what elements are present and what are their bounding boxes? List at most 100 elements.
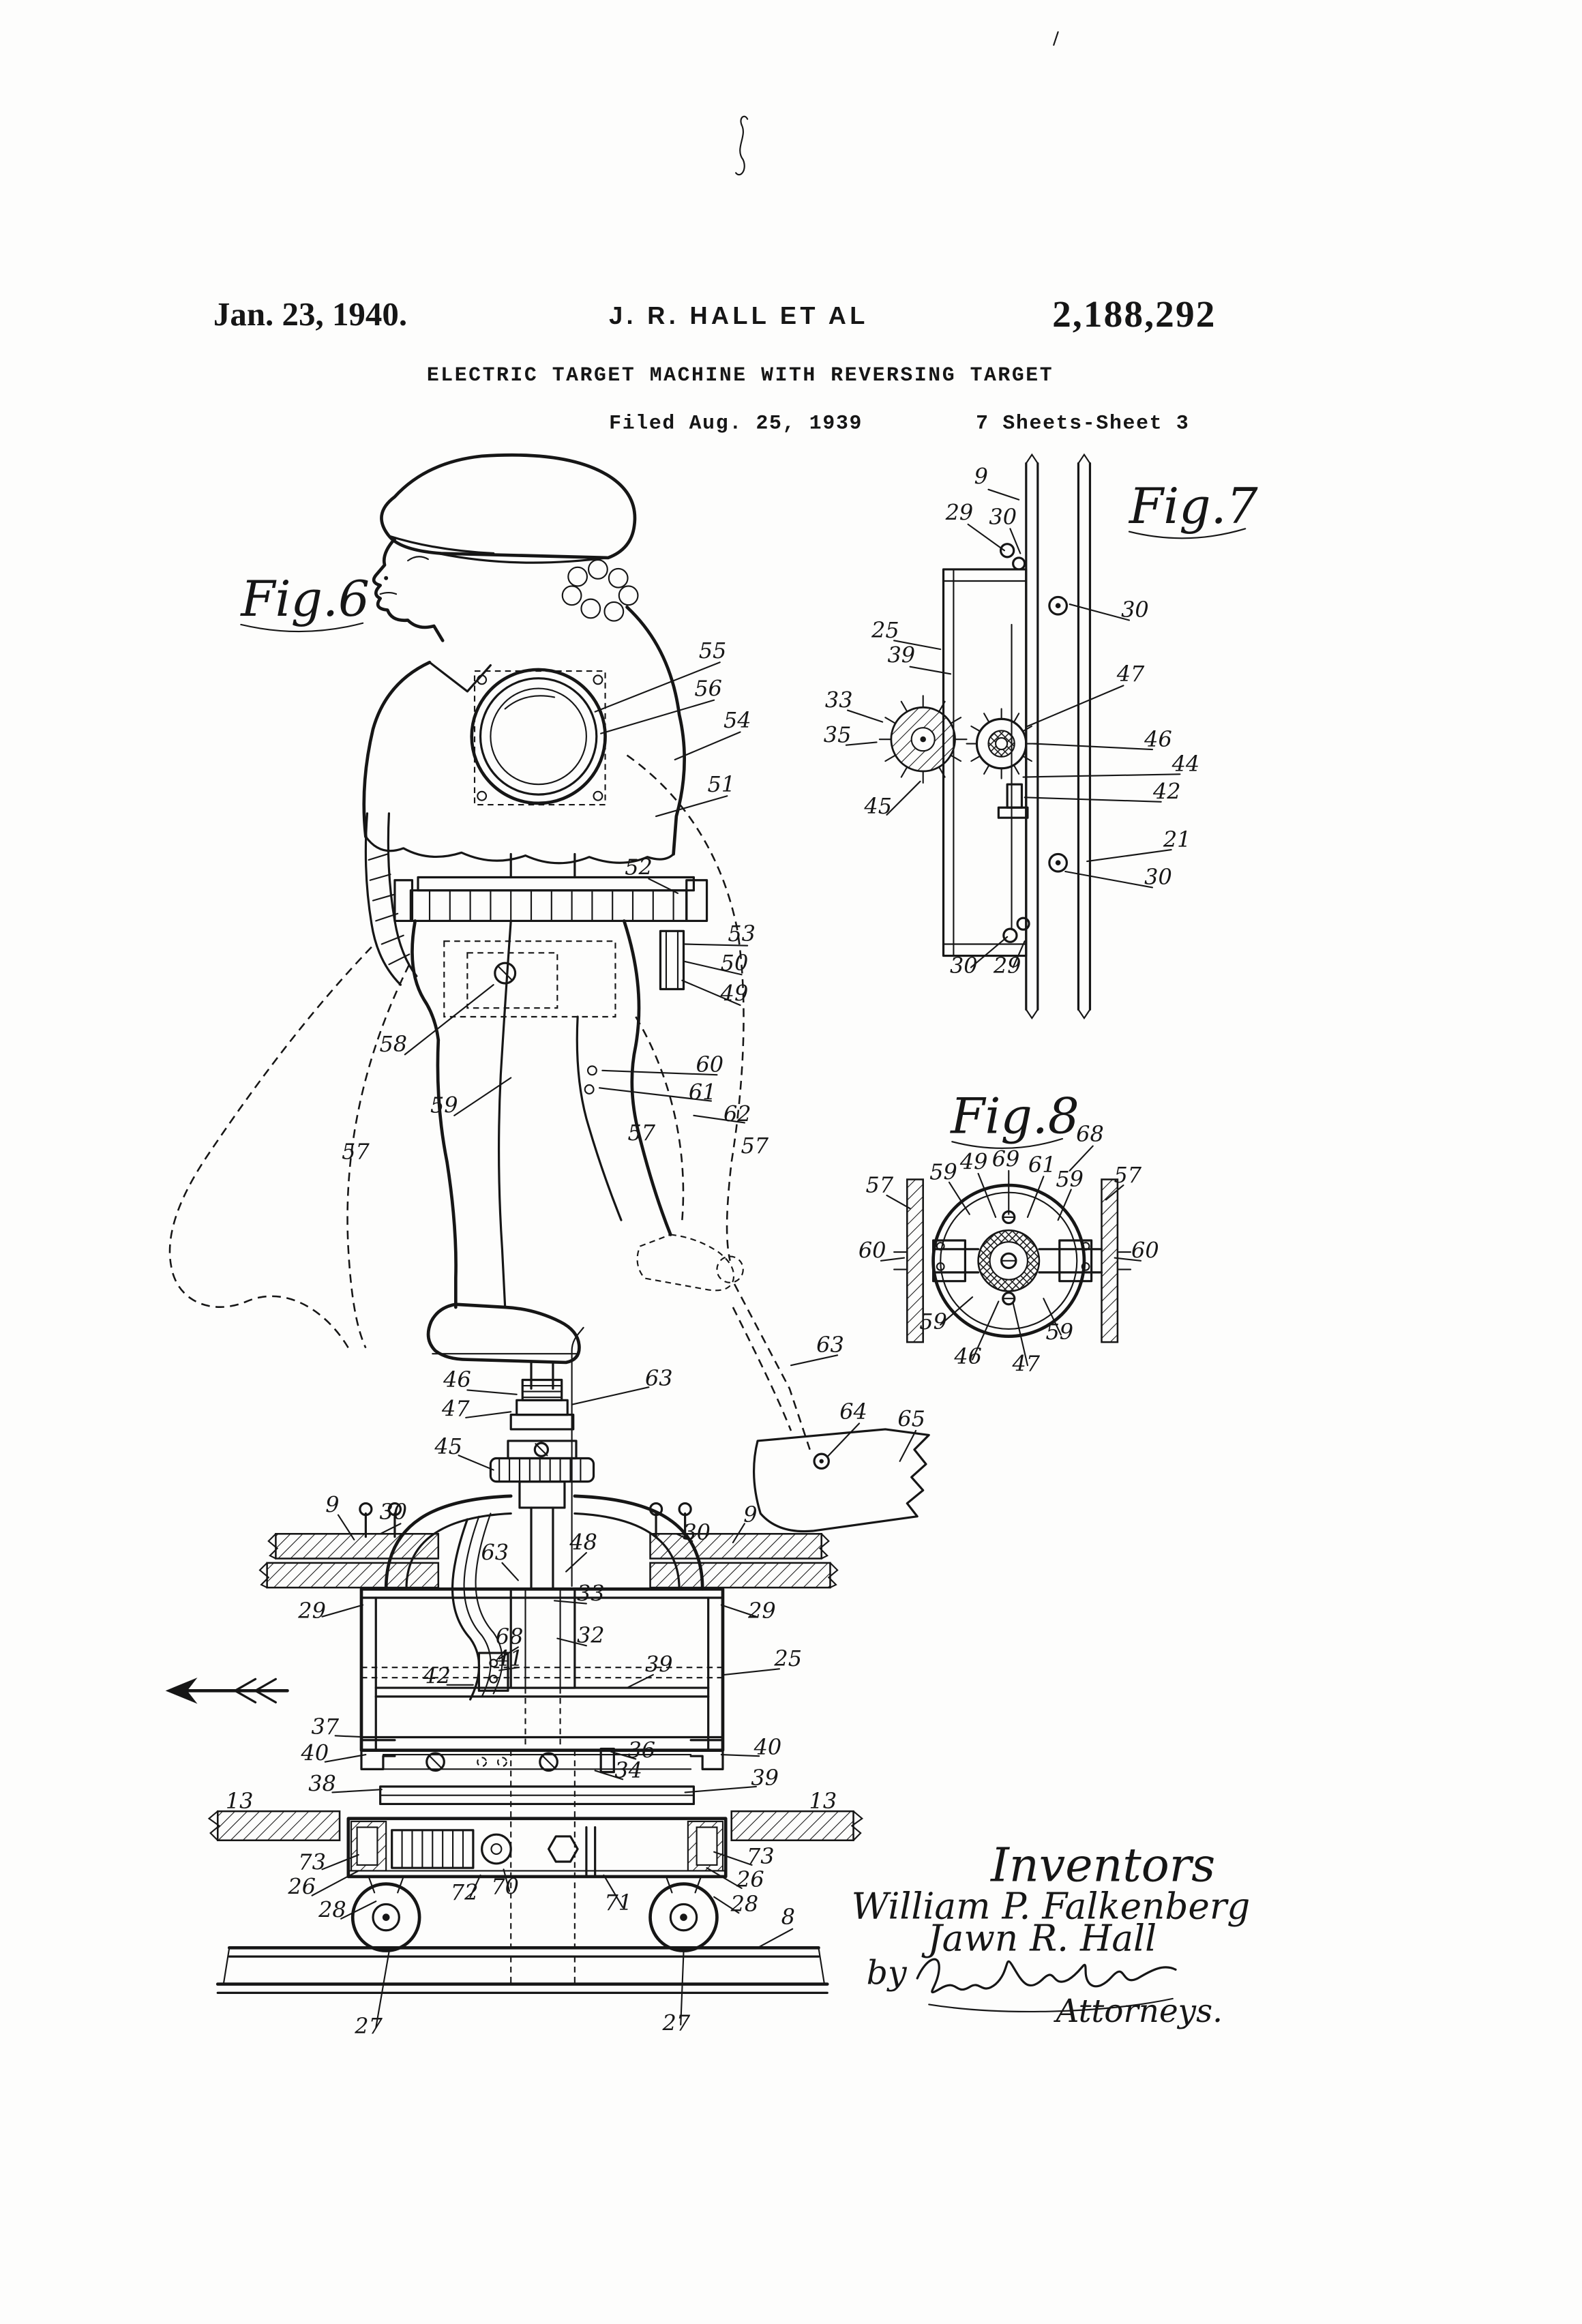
fig8-leader-lines <box>880 1145 1142 1367</box>
header-sheet: 7 Sheets-Sheet 3 <box>976 411 1189 434</box>
ref-label-63: 63 <box>645 1365 673 1391</box>
ref-label-41: 41 <box>495 1645 524 1671</box>
ref-label-50: 50 <box>721 950 749 976</box>
roller-70 <box>481 1833 512 1865</box>
ref-label-61: 61 <box>1028 1152 1056 1178</box>
ref-label-13: 13 <box>809 1788 837 1814</box>
ref-label-47: 47 <box>1116 661 1145 687</box>
ref-label-51: 51 <box>708 771 736 797</box>
ref-label-55: 55 <box>699 638 727 664</box>
mount-bar-ticks <box>428 889 674 922</box>
ref-label-8: 8 <box>781 1904 795 1930</box>
header-filed: Filed Aug. 25, 1939 <box>609 411 863 434</box>
ref-label-42: 42 <box>1152 778 1181 804</box>
ref-label-33: 33 <box>825 687 853 713</box>
mount-bar <box>393 852 708 923</box>
carriage <box>346 1817 728 1879</box>
ref-label-21: 21 <box>1163 826 1191 852</box>
ref-label-57: 57 <box>866 1172 894 1198</box>
ref-label-37: 37 <box>311 1714 339 1740</box>
sleeve-hatch <box>368 853 411 966</box>
ref-label-68: 68 <box>496 1624 524 1650</box>
hex-bolt <box>547 1835 579 1863</box>
ref-label-28: 28 <box>318 1897 346 1923</box>
ref-label-52: 52 <box>625 854 653 880</box>
ref-label-59: 59 <box>929 1159 957 1185</box>
ref-label-57: 57 <box>342 1139 370 1165</box>
ref-label-46: 46 <box>443 1367 471 1392</box>
header-patent-number: 2,188,292 <box>1052 293 1216 335</box>
ref-label-30: 30 <box>1144 864 1172 890</box>
fig7-label-swash <box>1128 528 1247 539</box>
header-title: ELECTRIC TARGET MACHINE WITH REVERSING T… <box>427 363 1054 387</box>
ref-label-26: 26 <box>736 1866 764 1892</box>
cable-63 <box>451 1518 481 1701</box>
man-jacket <box>362 605 687 986</box>
ref-label-49: 49 <box>720 981 749 1007</box>
ref-label-35: 35 <box>824 721 852 747</box>
fig6-label: Fig.6 <box>239 571 370 628</box>
direction-arrow <box>165 1678 289 1704</box>
ref-label-68: 68 <box>1076 1121 1104 1147</box>
ref-label-57: 57 <box>741 1133 768 1159</box>
ref-label-39: 39 <box>887 642 915 668</box>
ref-label-71: 71 <box>604 1890 632 1916</box>
header-author: J. R. HALL ET AL <box>609 301 869 329</box>
figure-6: Fig.6 <box>165 453 930 2039</box>
ref-label-59: 59 <box>430 1092 458 1118</box>
ref-label-47: 47 <box>1012 1351 1041 1377</box>
ref-label-9: 9 <box>325 1491 339 1517</box>
support-post <box>489 1326 595 1590</box>
ref-label-57: 57 <box>1114 1162 1141 1188</box>
upper-rails <box>258 1494 839 1591</box>
fig7-leader-lines <box>845 488 1181 968</box>
ref-label-62: 62 <box>723 1101 751 1127</box>
left-arm-inner <box>405 1512 512 1590</box>
header: Jan. 23, 1940. J. R. HALL ET AL 2,188,29… <box>213 31 1216 434</box>
wall-channel <box>1025 453 1092 1020</box>
ref-label-27: 27 <box>354 2013 383 2039</box>
ref-label-54: 54 <box>723 707 751 733</box>
ref-label-32: 32 <box>577 1622 605 1648</box>
ref-label-27: 27 <box>662 2010 691 2036</box>
ref-label-61: 61 <box>689 1079 717 1105</box>
inventors-heading: Inventors <box>989 1838 1215 1892</box>
ref-label-56: 56 <box>694 675 722 701</box>
ref-label-63: 63 <box>816 1332 844 1358</box>
fig7-label: Fig.7 <box>1128 478 1258 535</box>
left-arm-outer <box>384 1494 513 1591</box>
ref-label-69: 69 <box>992 1146 1020 1172</box>
ref-label-40: 40 <box>301 1740 329 1766</box>
ref-label-9: 9 <box>743 1502 757 1528</box>
ref-label-38: 38 <box>308 1770 336 1796</box>
flange-knurl <box>498 1457 582 1483</box>
hub-assembly <box>893 1178 1132 1343</box>
ref-label-33: 33 <box>577 1580 605 1606</box>
ref-label-49: 49 <box>959 1149 988 1175</box>
ref-label-60: 60 <box>1131 1238 1159 1264</box>
ref-label-44: 44 <box>1171 751 1200 777</box>
right-arm-inner <box>573 1512 681 1590</box>
ref-label-29: 29 <box>945 500 974 526</box>
ref-label-73: 73 <box>747 1843 775 1869</box>
inventor-name-2: Jawn R. Hall <box>921 1918 1156 1960</box>
waist-bracket <box>443 929 685 1094</box>
ref-label-48: 48 <box>569 1530 597 1555</box>
mount-plate-25 <box>942 543 1030 957</box>
ref-label-47: 47 <box>441 1396 470 1422</box>
bracket-71 <box>585 1826 597 1878</box>
fig6-label-swash <box>240 622 364 633</box>
ref-label-73: 73 <box>298 1849 326 1875</box>
ref-label-42: 42 <box>422 1663 451 1689</box>
figure-7: Fig.7 <box>824 453 1258 1020</box>
fig8-label-swash <box>951 1137 1064 1149</box>
gear-small-47 <box>966 708 1037 779</box>
attorney-signature <box>916 1958 1177 2012</box>
rail-bolts-30 <box>359 1502 692 1538</box>
ref-label-29: 29 <box>993 953 1021 979</box>
